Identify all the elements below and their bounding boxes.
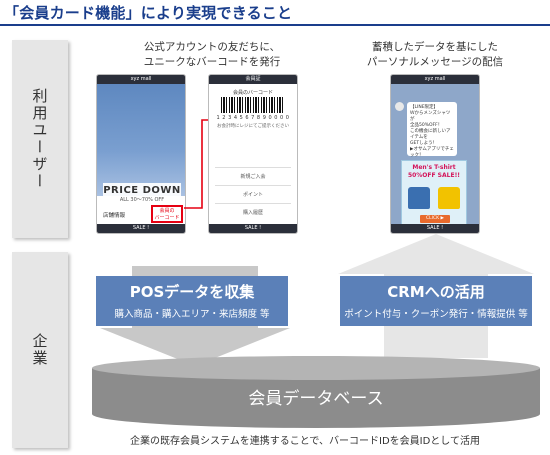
sale-line1: Men's T-shirt (412, 164, 456, 171)
member-barcode-line1: 会員の (159, 208, 175, 214)
right-caption-line2: パーソナルメッセージの配信 (366, 56, 504, 68)
phone-shop-page: xyz mall PRICE DOWN ALL 30〜70% OFF 店舗情報 … (96, 74, 186, 234)
menu-row-points[interactable]: ポイント (215, 185, 291, 203)
barcode-title: 会員のバーコード (232, 90, 273, 96)
title-underline (0, 24, 550, 26)
discount-text: ALL 30〜70% OFF (119, 197, 165, 203)
phone-header: 会員証 (209, 75, 297, 84)
bubble-line: この機会に新しいアイテムを (410, 129, 451, 140)
tshirt-yellow-icon (438, 187, 460, 209)
phone-barcode-page: 会員証 会員のバーコード 1 2 3 4 5 6 7 8 9 0 0 0 0 お… (208, 74, 298, 234)
phone-chat-page: xyz mall 【LINE限定】 Ｗからメンズシャツが 全品50%OFF！ こ… (390, 74, 480, 234)
member-barcode-line2: バーコード (154, 215, 180, 221)
phone-footer: SALE ! (97, 224, 185, 233)
database-cylinder-icon (92, 356, 540, 428)
menu-row-signup[interactable]: 新規ご入会 (215, 167, 291, 185)
bubble-line: Ｗからメンズシャツが (410, 111, 451, 122)
crm-panel-title: CRMへの活用 (387, 283, 485, 301)
phone-footer: SALE ! (391, 224, 479, 233)
barcode-note: お会計時にレジにてご提示ください (217, 124, 289, 129)
pos-data-panel: POSデータを収集 購入商品・購入エリア・来店頻度 等 (96, 276, 288, 326)
users-label-box: 利用ユーザー (12, 40, 68, 238)
left-caption-line2: ユニークなバーコードを発行 (143, 56, 281, 68)
right-caption: 蓄積したデータを基にした パーソナルメッセージの配信 (330, 40, 540, 70)
sale-line2: 50%OFF SALE!! (407, 172, 461, 179)
phone-footer: SALE ! (209, 224, 297, 233)
company-label-box: 企業 (12, 252, 68, 448)
crm-panel: CRMへの活用 ポイント付与・クーポン発行・情報提供 等 (340, 276, 532, 326)
price-down-banner: PRICE DOWN ALL 30〜70% OFF (103, 183, 181, 205)
member-barcode-button[interactable]: 会員の バーコード (151, 205, 183, 223)
page-title: 「会員カード機能」により実現できること (4, 4, 293, 22)
barcode-image (221, 97, 285, 113)
barcode-number: 1 2 3 4 5 6 7 8 9 0 0 0 0 (216, 115, 290, 121)
bubble-title: 【LINE限定】 (410, 105, 439, 110)
shop-hero-image (97, 84, 185, 196)
crm-panel-sub: ポイント付与・クーポン発行・情報提供 等 (344, 309, 528, 320)
sale-card[interactable]: Men's T-shirt 50%OFF SALE!! CLICK ▶ (401, 160, 467, 230)
footer-note: 企業の既存会員システムを連携することで、バーコードIDを会員IDとして活用 (130, 436, 480, 447)
left-caption-line1: 公式アカウントの友だちに、 (143, 41, 281, 53)
price-down-text: PRICE DOWN (103, 185, 181, 196)
left-caption: 公式アカウントの友だちに、 ユニークなバーコードを発行 (112, 40, 312, 70)
bubble-line: 全品50%OFF！ (410, 123, 443, 128)
store-info-link[interactable]: 店舗情報 (103, 213, 126, 219)
company-label: 企業 (30, 333, 49, 367)
chat-bubble: 【LINE限定】 Ｗからメンズシャツが 全品50%OFF！ この機会に新しいアイ… (407, 102, 457, 158)
sale-heading: Men's T-shirt 50%OFF SALE!! (402, 164, 466, 180)
pos-panel-title: POSデータを収集 (129, 283, 255, 301)
pos-panel-sub: 購入商品・購入エリア・来店頻度 等 (114, 309, 270, 320)
database-label: 会員データベース (248, 389, 384, 409)
chat-area: 【LINE限定】 Ｗからメンズシャツが 全品50%OFF！ この機会に新しいアイ… (391, 84, 479, 230)
menu-row-history[interactable]: 購入履歴 (215, 203, 291, 221)
right-caption-line1: 蓄積したデータを基にした (372, 41, 498, 53)
bubble-line: ▶オサムアプリでチェック！ (410, 147, 454, 158)
click-button[interactable]: CLICK ▶ (420, 215, 450, 223)
phone-header: xyz mall (97, 75, 185, 84)
phone-header: xyz mall (391, 75, 479, 84)
bubble-line: GETしよう！ (410, 141, 438, 146)
avatar (395, 102, 404, 111)
users-label: 利用ユーザー (30, 88, 49, 190)
tshirt-blue-icon (408, 187, 430, 209)
